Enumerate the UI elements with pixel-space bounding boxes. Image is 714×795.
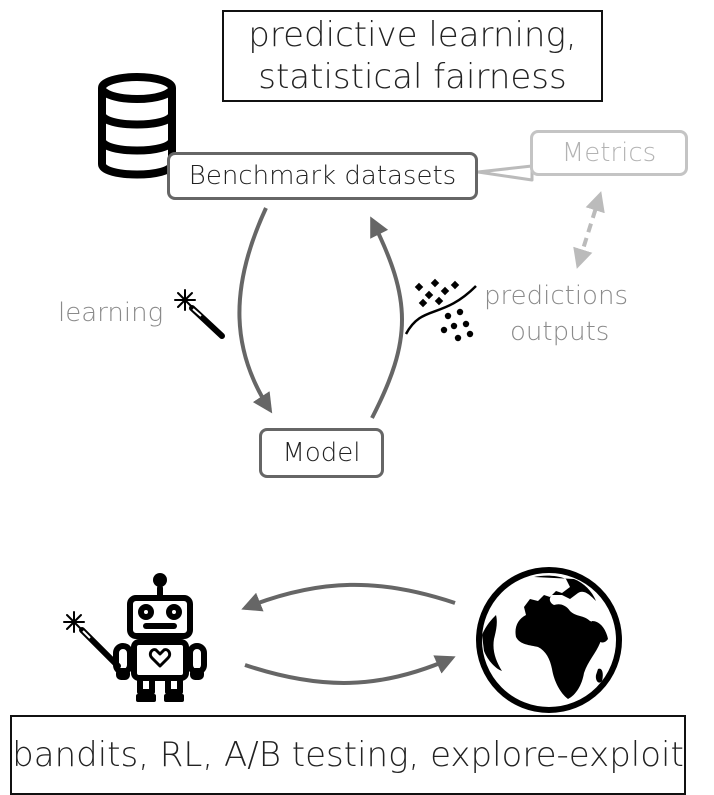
model-node: Model (259, 428, 384, 478)
robot-icon (63, 573, 207, 702)
metrics-callout-connector (476, 164, 534, 182)
learning-label: learning (58, 298, 164, 328)
metrics-predictions-dashed-arrow (573, 191, 605, 269)
model-label: Model (282, 438, 361, 468)
globe-icon (476, 567, 622, 713)
benchmark-datasets-label: Benchmark datasets (188, 161, 457, 191)
bottom-caption-label: bandits, RL, A/B testing, explore-exploi… (12, 735, 684, 775)
bottom-caption-box: bandits, RL, A/B testing, explore-exploi… (10, 715, 686, 795)
top-caption-box: predictive learning, statistical fairnes… (222, 10, 603, 102)
top-caption-line-2: statistical fairness (258, 57, 567, 97)
world-to-robot-arrow (241, 582, 456, 612)
metrics-label: Metrics (561, 138, 657, 168)
outputs-label: outputs (510, 317, 610, 347)
predictions-label: predictions (484, 281, 628, 311)
benchmark-datasets-node: Benchmark datasets (167, 152, 478, 200)
magic-wand-icon (174, 289, 225, 339)
database-icon (98, 73, 176, 179)
metrics-node: Metrics (530, 130, 688, 176)
top-caption-line-1: predictive learning, (248, 15, 577, 55)
robot-to-world-arrow (244, 655, 456, 685)
learning-arrow (237, 207, 273, 414)
predictions-arrow (370, 216, 404, 419)
scatter-plot-icon (404, 278, 477, 342)
